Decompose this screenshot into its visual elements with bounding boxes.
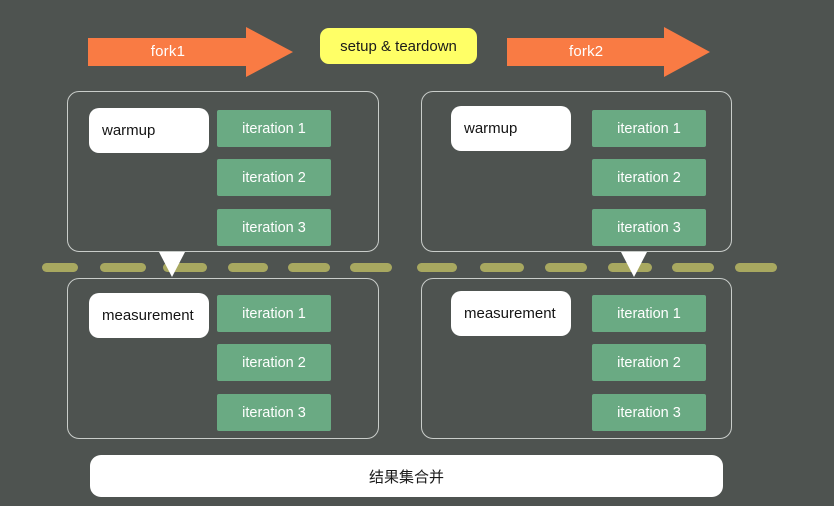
divider-dash: [228, 263, 268, 272]
fork1-measurement-iteration-1: iteration 1: [217, 295, 331, 332]
iteration-label: iteration 1: [242, 120, 306, 137]
fork1-arrow: fork1: [88, 27, 293, 77]
fork2-measurement-iteration-1: iteration 1: [592, 295, 706, 332]
fork2-warmup-label: warmup: [464, 120, 518, 137]
divider-dash: [672, 263, 714, 272]
fork1-arrow-shape: [88, 27, 293, 77]
iteration-label: iteration 2: [242, 169, 306, 186]
result-merge-label: 结果集合并: [368, 468, 444, 486]
divider-dash: [288, 263, 330, 272]
iteration-label: iteration 2: [617, 169, 681, 186]
divider-dash: [100, 263, 146, 272]
fork1-measurement-label-box: measurement: [89, 293, 209, 338]
iteration-label: iteration 3: [617, 404, 681, 421]
fork1-warmup-panel: [67, 91, 379, 252]
fork1-flow-triangle-marker: [159, 252, 185, 277]
fork1-measurement-panel: [67, 278, 379, 439]
divider-dash: [480, 263, 524, 272]
fork1-warmup-label: warmup: [102, 122, 156, 139]
fork2-warmup-iteration-2: iteration 2: [592, 159, 706, 196]
fork2-warmup-iteration-1: iteration 1: [592, 110, 706, 147]
fork2-measurement-label: measurement: [464, 305, 556, 322]
setup-teardown-box: setup & teardown: [320, 28, 477, 64]
fork1-warmup-iteration-3: iteration 3: [217, 209, 331, 246]
fork2-flow-triangle-marker: [621, 252, 647, 277]
divider-dash: [42, 263, 78, 272]
divider-dash: [350, 263, 392, 272]
divider-dash: [417, 263, 457, 272]
fork1-measurement-label: measurement: [102, 307, 194, 324]
fork2-arrow-shape: [507, 27, 710, 77]
divider-dash: [545, 263, 587, 272]
fork2-measurement-iteration-3: iteration 3: [592, 394, 706, 431]
fork1-warmup-iteration-1: iteration 1: [217, 110, 331, 147]
fork2-warmup-label-box: warmup: [451, 106, 571, 151]
result-merge-box: 结果集合并: [90, 455, 723, 497]
fork1-warmup-iteration-2: iteration 2: [217, 159, 331, 196]
iteration-label: iteration 2: [242, 354, 306, 371]
iteration-label: iteration 3: [617, 219, 681, 236]
iteration-label: iteration 2: [617, 354, 681, 371]
setup-teardown-label: setup & teardown: [340, 37, 457, 55]
iteration-label: iteration 3: [242, 219, 306, 236]
fork2-warmup-panel: [421, 91, 732, 252]
iteration-label: iteration 1: [617, 305, 681, 322]
fork2-measurement-iteration-2: iteration 2: [592, 344, 706, 381]
iteration-label: iteration 1: [242, 305, 306, 322]
iteration-label: iteration 1: [617, 120, 681, 137]
fork2-measurement-label-box: measurement: [451, 291, 571, 336]
fork2-warmup-iteration-3: iteration 3: [592, 209, 706, 246]
fork1-measurement-iteration-3: iteration 3: [217, 394, 331, 431]
divider-dash: [163, 263, 207, 272]
fork1-measurement-iteration-2: iteration 2: [217, 344, 331, 381]
fork2-measurement-panel: [421, 278, 732, 439]
fork2-arrow: fork2: [507, 27, 710, 77]
iteration-label: iteration 3: [242, 404, 306, 421]
divider-dash: [735, 263, 777, 272]
fork1-warmup-label-box: warmup: [89, 108, 209, 153]
